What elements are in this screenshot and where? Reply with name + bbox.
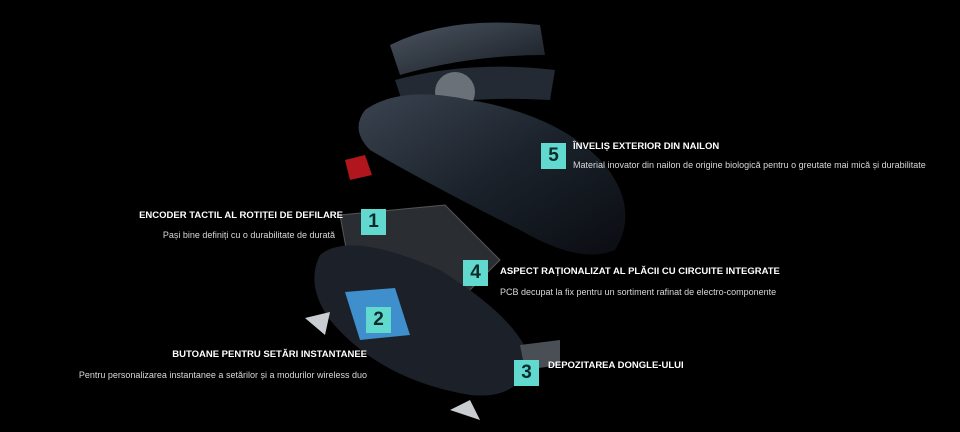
bottom-chassis (314, 245, 530, 396)
scroll-encoder (345, 155, 372, 180)
feature-title-5: ÎNVELIȘ EXTERIOR DIN NAILON (573, 141, 720, 152)
feature-badge-1: 1 (361, 209, 386, 235)
feature-title-2: BUTOANE PENTRU SETĂRI INSTANTANEE (172, 349, 367, 360)
feature-badge-4: 4 (463, 260, 488, 286)
feature-title-1: ENCODER TACTIL AL ROTIȚEI DE DEFILARE (139, 210, 343, 221)
feature-description-1: Pași bine definiți cu o durabilitate de … (162, 230, 335, 240)
nylon-outer-shell (358, 94, 626, 255)
feature-description-4: PCB decupat la fix pentru un sortiment r… (500, 287, 777, 297)
mouse-feet (305, 312, 330, 335)
feature-description-2: Pentru personalizarea instantanee a setă… (78, 370, 367, 380)
feature-title-3: DEPOZITAREA DONGLE-ULUI (548, 360, 684, 371)
feature-title-4: ASPECT RAȚIONALIZAT AL PLĂCII CU CIRCUIT… (500, 266, 780, 277)
feature-badge-3: 3 (514, 360, 539, 386)
feature-badge-2: 2 (366, 307, 391, 333)
feature-description-5: Material inovator din nailon de origine … (573, 160, 926, 170)
feature-badge-5: 5 (541, 143, 566, 169)
